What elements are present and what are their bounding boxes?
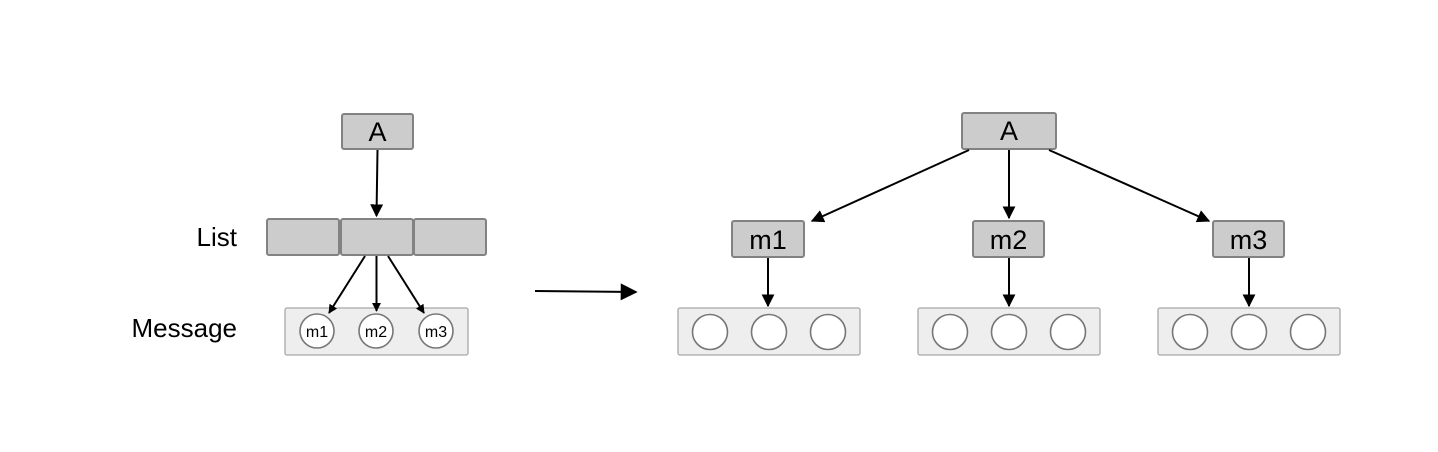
message-row-label: Message [132, 313, 238, 343]
child-node-m3: m3 [1212, 220, 1285, 258]
root-to-m1-arrow [810, 149, 970, 223]
list-to-m3-arrow [387, 255, 425, 314]
slot-circle [750, 313, 788, 351]
svg-text:m3: m3 [425, 324, 447, 341]
child-slots-m2 [917, 307, 1101, 356]
slot-circle [691, 313, 729, 351]
right-root-label: A [1000, 116, 1018, 146]
message-items: m1 m2 m3 [299, 313, 454, 349]
svg-text:m1: m1 [306, 324, 328, 341]
list-cell [266, 218, 340, 256]
left-root-label: A [368, 117, 386, 147]
child-slots-m1 [677, 307, 861, 356]
left-root-node: A [341, 113, 414, 150]
root-to-m3-arrow [1048, 149, 1211, 223]
slot-circle [990, 313, 1028, 351]
svg-text:m3: m3 [1230, 225, 1268, 255]
child-slots-m3 [1157, 307, 1341, 356]
list-to-m1-arrow [328, 255, 366, 314]
svg-text:m2: m2 [990, 225, 1028, 255]
list-cell [340, 218, 414, 256]
child-node-m2: m2 [972, 220, 1045, 258]
slot-circle [1230, 313, 1268, 351]
slot-circle [1171, 313, 1209, 351]
message-item-m3: m3 [418, 313, 454, 349]
slot-circle [809, 313, 847, 351]
list-cells [266, 218, 487, 256]
list-row-label: List [197, 222, 238, 252]
slot-circle [1289, 313, 1327, 351]
message-item-m1: m1 [299, 313, 335, 349]
right-diagram: A m1 m2 m3 [677, 112, 1341, 356]
svg-text:m2: m2 [365, 324, 387, 341]
list-cell [413, 218, 487, 256]
slot-circle [931, 313, 969, 351]
slot-circle [1049, 313, 1087, 351]
svg-text:m1: m1 [749, 225, 787, 255]
left-root-to-list-arrow [370, 149, 384, 218]
child-node-m1: m1 [731, 220, 805, 258]
message-item-m2: m2 [358, 313, 394, 349]
transform-arrow [534, 283, 638, 301]
left-diagram: A List Message m1 m2 m3 [132, 113, 487, 356]
right-root-node: A [961, 112, 1057, 150]
